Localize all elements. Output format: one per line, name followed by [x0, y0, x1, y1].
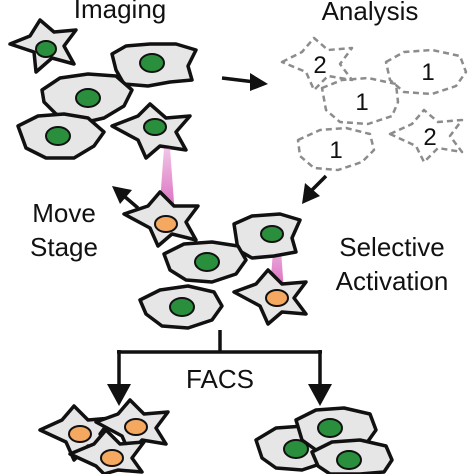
imaging-cell — [110, 102, 192, 160]
green-nucleus — [283, 439, 309, 459]
sorted-cell — [310, 438, 394, 474]
analysis-number: 2 — [313, 52, 326, 79]
move-stage-label-line1: Move — [32, 198, 96, 228]
imaging-cell-group — [8, 18, 198, 160]
green-nucleus — [35, 40, 57, 58]
activated-nucleus — [68, 425, 92, 443]
sorted-normal-group — [254, 406, 394, 474]
analysis-cell: 1 — [296, 126, 376, 172]
green-nucleus — [169, 297, 195, 317]
green-nucleus — [317, 418, 343, 438]
arrow-down-right — [308, 384, 332, 406]
analysis-cell: 1 — [384, 48, 468, 96]
sorted-activated-group — [38, 398, 170, 474]
green-nucleus — [336, 450, 362, 470]
analysis-cell: 2 — [280, 36, 354, 92]
arrow-imaging-to-analysis — [221, 73, 268, 91]
green-nucleus — [194, 252, 220, 272]
green-nucleus — [260, 225, 284, 243]
imaging-cell — [40, 72, 134, 126]
analysis-label: Analysis — [322, 0, 419, 26]
green-nucleus — [75, 88, 101, 108]
stage-cell — [122, 190, 200, 248]
activated-nucleus — [124, 418, 148, 436]
analysis-cell: 1 — [320, 76, 400, 126]
green-nucleus — [143, 118, 167, 136]
arrow-analysis-to-activation — [302, 174, 328, 204]
stage-cell — [138, 284, 224, 330]
stage-cell — [232, 268, 308, 326]
analysis-number: 1 — [329, 137, 342, 164]
selective-activation-label-line2: Activation — [336, 266, 449, 296]
analysis-cell-group: 2 1 1 1 2 — [280, 36, 468, 172]
imaging-cell — [16, 112, 106, 160]
activated-nucleus — [100, 449, 124, 467]
green-nucleus — [139, 53, 165, 73]
facs-splitter — [107, 330, 332, 406]
selective-activation-label-line1: Selective — [339, 232, 445, 262]
stage-cell — [232, 212, 302, 260]
facs-label: FACS — [186, 364, 254, 394]
imaging-label: Imaging — [74, 0, 167, 24]
move-stage-label-line2: Stage — [30, 232, 98, 262]
analysis-number: 2 — [423, 124, 436, 151]
imaging-cell — [8, 18, 78, 74]
analysis-number: 1 — [355, 89, 368, 116]
arrow-move-stage — [112, 186, 140, 210]
imaging-cell — [110, 42, 198, 88]
stage-cell — [162, 240, 248, 284]
activated-nucleus — [265, 289, 289, 307]
arrow-down-left — [107, 384, 131, 406]
stage-cell-group — [122, 148, 308, 330]
activated-nucleus — [154, 215, 178, 233]
analysis-number: 1 — [421, 59, 434, 86]
analysis-cell: 2 — [388, 108, 464, 164]
sorted-cell — [68, 428, 146, 474]
green-nucleus — [45, 126, 71, 146]
